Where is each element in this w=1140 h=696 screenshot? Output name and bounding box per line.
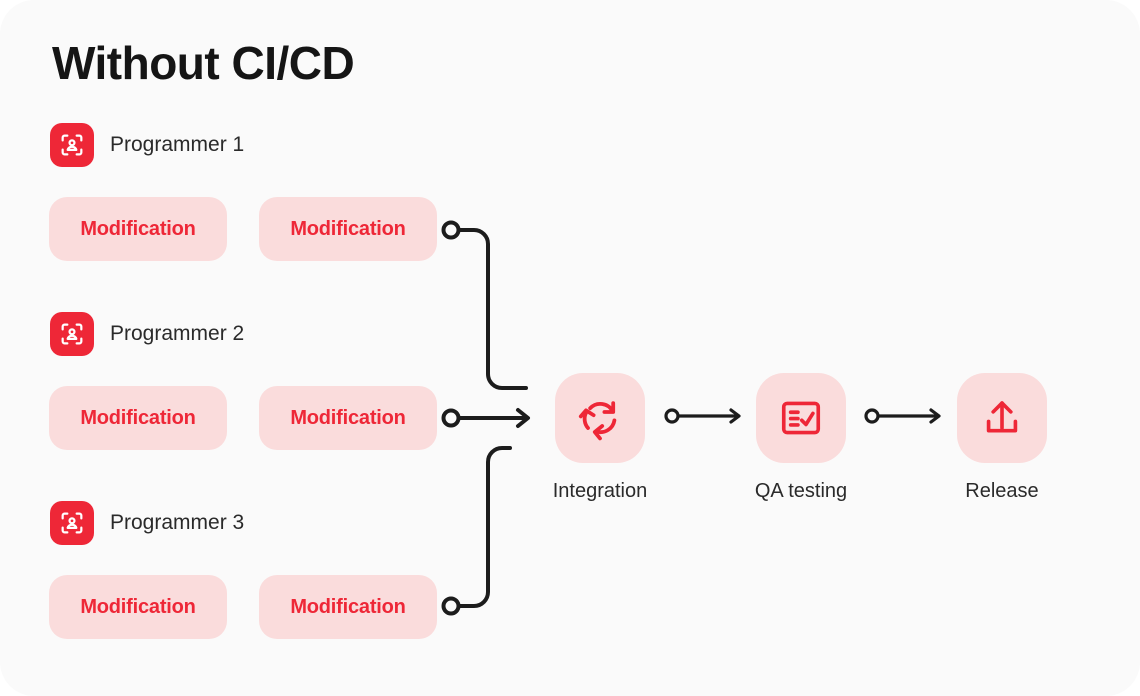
dot-line-arrow-right-icon — [664, 408, 741, 424]
page-title: Without CI/CD — [52, 37, 355, 89]
modification-row-1: Modification Modification — [49, 197, 437, 261]
stage-release[interactable]: Release — [942, 373, 1062, 503]
programmer-label: Programmer 1 — [110, 133, 245, 156]
person-scan-icon — [50, 501, 94, 545]
branch-dot — [441, 596, 461, 616]
stage-label: Integration — [552, 480, 648, 502]
modification-row-3: Modification Modification — [49, 575, 437, 639]
branch-dot — [441, 408, 461, 428]
modification-row-2: Modification Modification — [49, 386, 437, 450]
person-scan-icon — [50, 312, 94, 356]
refresh-cycle-icon — [578, 401, 617, 441]
stage-tile — [957, 373, 1047, 463]
modification-pill-label: Modification — [80, 406, 196, 429]
stage-integration[interactable]: Integration — [540, 373, 660, 503]
person-scan-icon — [50, 123, 94, 167]
modification-pill-label: Modification — [290, 595, 406, 618]
modification-pill[interactable]: Modification — [49, 575, 227, 639]
stage-tile — [555, 373, 645, 463]
stage-label: QA testing — [754, 480, 848, 502]
dot-line-arrow-right-icon — [864, 408, 941, 424]
modification-pill[interactable]: Modification — [49, 197, 227, 261]
modification-pill[interactable]: Modification — [259, 575, 437, 639]
modification-pill-label: Modification — [80, 595, 196, 618]
branch-dot — [441, 220, 461, 240]
stage-label: Release — [965, 480, 1039, 502]
upload-tray-icon — [986, 401, 1018, 433]
programmer-row-1: Programmer 1 — [50, 123, 244, 167]
merge-connector — [441, 220, 530, 616]
programmer-row-3: Programmer 3 — [50, 501, 244, 545]
modification-pill[interactable]: Modification — [259, 197, 437, 261]
modification-pill[interactable]: Modification — [259, 386, 437, 450]
stage-qa-testing[interactable]: QA testing — [741, 373, 861, 503]
programmer-row-2: Programmer 2 — [50, 312, 244, 356]
modification-pill[interactable]: Modification — [49, 386, 227, 450]
programmer-label: Programmer 3 — [110, 511, 245, 534]
checklist-check-icon — [781, 401, 821, 435]
modification-pill-label: Modification — [290, 217, 406, 240]
modification-pill-label: Modification — [290, 406, 406, 429]
stage-tile — [756, 373, 846, 463]
programmer-label: Programmer 2 — [110, 322, 245, 345]
modification-pill-label: Modification — [80, 217, 196, 240]
